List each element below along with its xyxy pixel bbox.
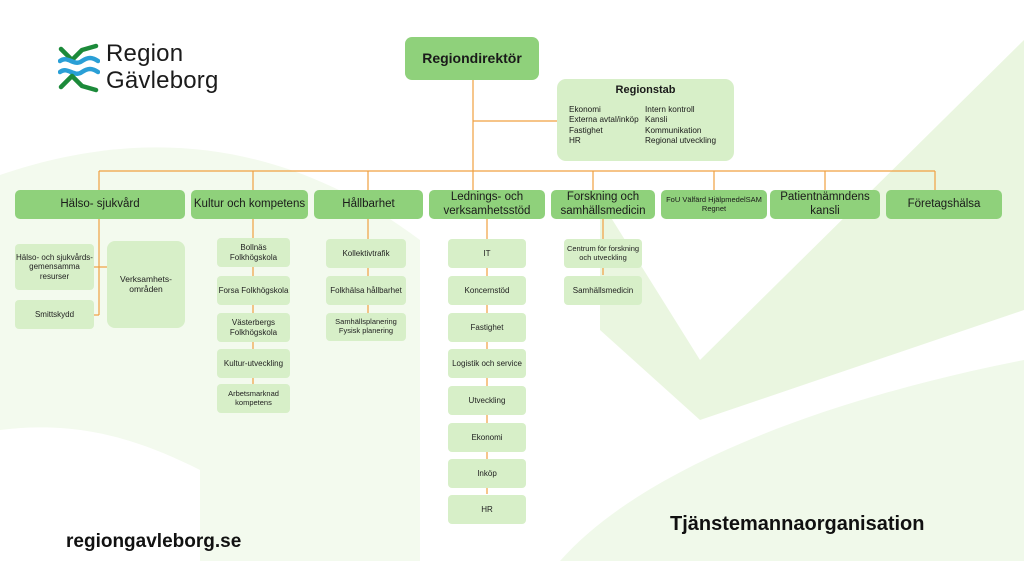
unit-bollnas-folkhogskola: Bollnäs Folkhögskola	[217, 238, 290, 267]
regionstab-item: Externa avtal/inköp	[569, 115, 639, 125]
dept-kultur-och-kompetens: Kultur och kompetens	[191, 190, 308, 219]
regionstab-item: Kommunikation	[645, 125, 702, 135]
logo-line-1: Region	[106, 40, 184, 67]
unit-smittskydd: Smittskydd	[15, 300, 94, 329]
unit-verksamhetsomraden: Verksamhets-områden	[107, 241, 185, 328]
node-regionstab: Regionstab Ekonomi Externa avtal/inköp F…	[557, 79, 734, 161]
unit-inkop: Inköp	[448, 459, 526, 488]
unit-fastighet: Fastighet	[448, 313, 526, 342]
footer-url: regiongavleborg.se	[66, 531, 242, 552]
regionstab-title: Regionstab	[615, 84, 676, 96]
regionstab-col-2: Intern kontroll Kansli Kommunikation Reg…	[645, 105, 716, 147]
dept-halso-sjukvard: Hälso- sjukvård	[15, 190, 185, 219]
unit-it: IT	[448, 239, 526, 268]
unit-folkhalsa-hallbarhet: Folkhälsa hållbarhet	[326, 276, 406, 305]
unit-kulturutveckling: Kultur-utveckling	[217, 349, 290, 378]
dept-lednings-och-verksamhetsstod: Lednings- och verksamhetsstöd	[429, 190, 545, 219]
unit-hr: HR	[448, 495, 526, 524]
footer-title: Tjänstemannaorganisation	[670, 513, 925, 535]
dept-fou-valfard: FoU Välfärd HjälpmedelSAM Regnet	[661, 190, 767, 219]
unit-centrum-for-forskning: Centrum för forskning och utveckling	[564, 239, 642, 268]
regionstab-item: Ekonomi	[569, 105, 601, 114]
unit-koncernstod: Koncernstöd	[448, 276, 526, 305]
dept-patientnamndens-kansli: Patientnämndens kansli	[770, 190, 880, 219]
logo-mark-icon	[58, 43, 100, 93]
unit-halso-gemensamma-resurser: Hälso- och sjukvårds-gemensamma resurser	[15, 244, 94, 290]
regionstab-item: Kansli	[645, 115, 668, 125]
dept-forskning-och-samhallsmedicin: Forskning och samhällsmedicin	[551, 190, 655, 219]
unit-samhallsplanering: Samhällsplanering Fysisk planering	[326, 313, 406, 341]
regionstab-item: HR	[569, 136, 581, 146]
unit-arbetsmarknad-kompetens: Arbetsmarknad kompetens	[217, 384, 290, 413]
unit-vasterbergs-folkhogskola: Västerbergs Folkhögskola	[217, 313, 290, 342]
node-regiondirektor: Regiondirektör	[405, 37, 539, 80]
unit-forsa-folkhogskola: Forsa Folkhögskola	[217, 276, 290, 305]
logo-line-2: Gävleborg	[106, 67, 219, 94]
unit-ekonomi: Ekonomi	[448, 423, 526, 452]
dept-foretagshalsa: Företagshälsa	[886, 190, 1002, 219]
regionstab-item: Regional utveckling	[645, 136, 717, 146]
regionstab-item: Intern kontroll	[645, 105, 695, 114]
unit-kollektivtrafik: Kollektivtrafik	[326, 239, 406, 268]
unit-utveckling: Utveckling	[448, 386, 526, 415]
unit-logistik-och-service: Logistik och service	[448, 349, 526, 378]
region-gavleborg-logo: Region Gävleborg	[58, 40, 248, 98]
dept-hallbarhet: Hållbarhet	[314, 190, 423, 219]
regionstab-item: Fastighet	[569, 125, 603, 135]
regionstab-col-1: Ekonomi Externa avtal/inköp Fastighet HR	[569, 105, 639, 147]
unit-samhallsmedicin: Samhällsmedicin	[564, 276, 642, 305]
